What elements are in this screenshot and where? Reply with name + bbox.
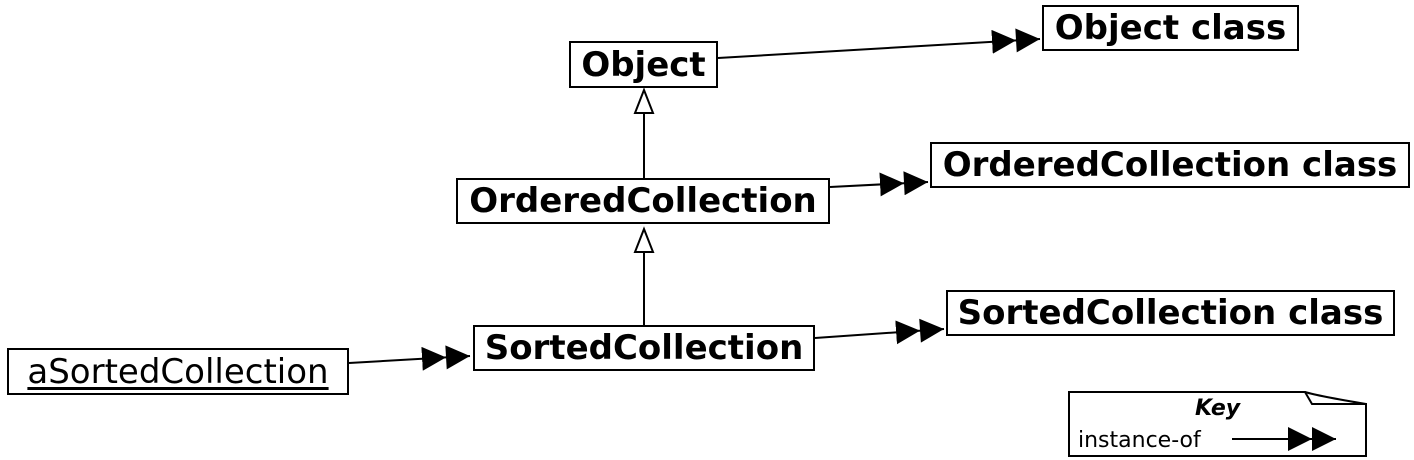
inheritance-ordered-to-object xyxy=(633,87,655,178)
instance-of-object-to-class xyxy=(717,28,1041,59)
ordered-collection-box: OrderedCollection xyxy=(456,178,830,224)
instance-of-asorted-to-sorted xyxy=(348,345,471,371)
key-instance-of-label: instance-of xyxy=(1078,428,1201,453)
instance-of-ordered-to-class xyxy=(829,171,929,197)
instance-of-sorted-to-class xyxy=(814,318,945,345)
object-class-box: Object class xyxy=(1042,5,1299,51)
inheritance-sorted-to-ordered xyxy=(633,226,655,325)
key-note-fold xyxy=(1304,391,1367,405)
ordered-collection-class-box: OrderedCollection class xyxy=(930,142,1410,188)
a-sorted-collection-box: aSortedCollection xyxy=(7,348,349,395)
sorted-collection-box: SortedCollection xyxy=(473,325,815,371)
object-box: Object xyxy=(569,41,718,88)
key-title: Key xyxy=(1195,396,1241,421)
sorted-collection-class-box: SortedCollection class xyxy=(946,290,1395,336)
